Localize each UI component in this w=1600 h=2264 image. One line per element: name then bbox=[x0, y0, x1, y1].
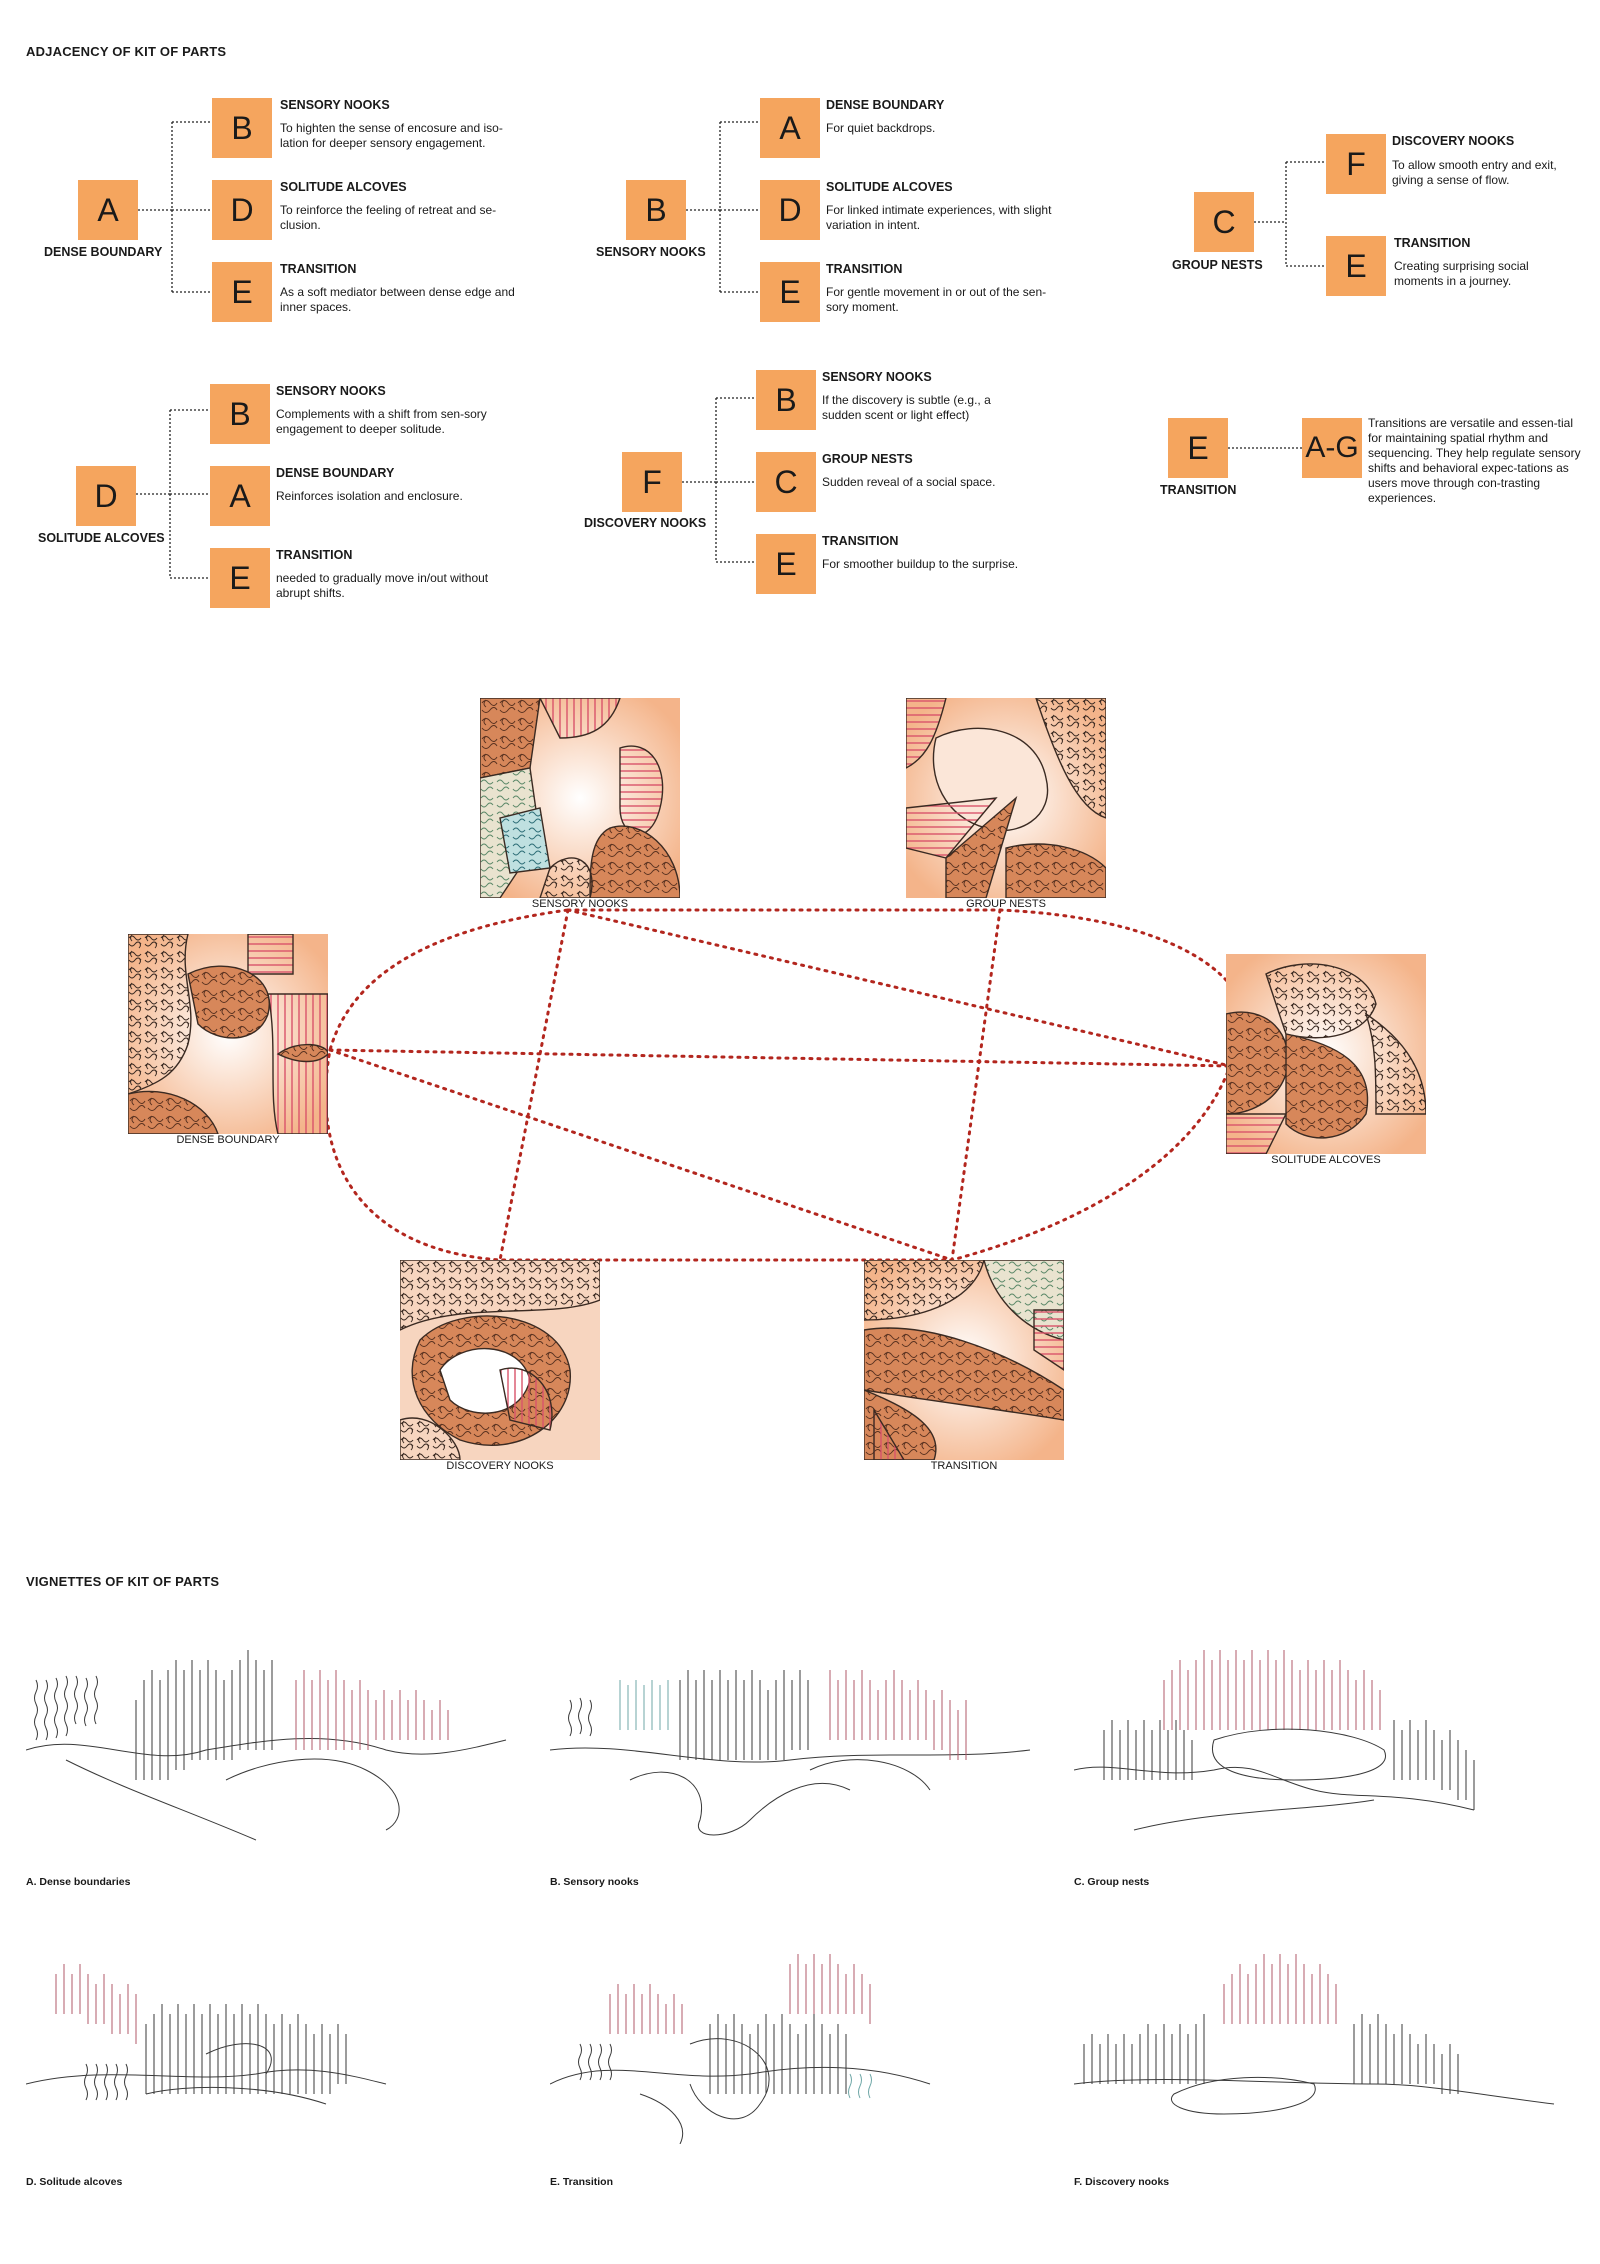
network-diagram bbox=[324, 908, 1248, 1262]
child-desc: For gentle movement in or out of the sen… bbox=[826, 285, 1047, 314]
child-title: SOLITUDE ALCOVES bbox=[826, 180, 953, 194]
main-box-f: F bbox=[622, 452, 682, 512]
tile-label: DENSE BOUNDARY bbox=[176, 1134, 280, 1146]
vignette-discovery-nooks bbox=[1074, 1934, 1574, 2144]
child-desc: To reinforce the feeling of retreat and … bbox=[280, 203, 497, 232]
child-title: TRANSITION bbox=[822, 534, 899, 548]
child-title: DENSE BOUNDARY bbox=[826, 98, 945, 112]
main-label: DENSE BOUNDARY bbox=[44, 245, 163, 259]
child-box-d: D bbox=[760, 180, 820, 240]
child-title: GROUP NESTS bbox=[822, 452, 913, 466]
child-desc: Sudden reveal of a social space. bbox=[822, 475, 996, 489]
child-title: SENSORY NOOKS bbox=[822, 370, 932, 384]
child-box-e: E bbox=[1326, 236, 1386, 296]
adjacency-title: ADJACENCY OF KIT OF PARTS bbox=[26, 44, 227, 59]
child-desc: For quiet backdrops. bbox=[826, 121, 936, 135]
adjacency-links bbox=[324, 908, 1248, 1262]
child-box-c: C bbox=[756, 452, 816, 512]
tile-group-nests bbox=[906, 698, 1106, 898]
child-box-b: B bbox=[210, 384, 270, 444]
tile-label: SENSORY NOOKS bbox=[531, 898, 629, 910]
child-desc: Reinforces isolation and enclosure. bbox=[276, 489, 463, 503]
child-box-e: E bbox=[760, 262, 820, 322]
main-label: TRANSITION bbox=[1160, 483, 1237, 497]
tile-label: GROUP NESTS bbox=[966, 898, 1046, 910]
group-connector bbox=[138, 121, 212, 293]
main-box-e: E bbox=[1168, 418, 1228, 478]
child-title: TRANSITION bbox=[1394, 236, 1471, 250]
vignette-label: F. Discovery nooks bbox=[1074, 2176, 1170, 2188]
vignette-label: A. Dense boundaries bbox=[26, 1876, 131, 1888]
vignette-solitude-alcoves bbox=[26, 1934, 526, 2144]
child-title: TRANSITION bbox=[280, 262, 357, 276]
vignette-group-nests bbox=[1074, 1640, 1574, 1850]
child-box-a-g: A-G bbox=[1302, 418, 1362, 478]
child-box-b: B bbox=[756, 370, 816, 430]
group-connector bbox=[1254, 161, 1326, 267]
child-desc: If the discovery is subtle (e.g., a sudd… bbox=[822, 393, 991, 422]
child-desc: Creating surprising social moments in a … bbox=[1394, 259, 1529, 288]
child-title: SENSORY NOOKS bbox=[280, 98, 390, 112]
child-desc: For linked intimate experiences, with sl… bbox=[826, 203, 1052, 232]
main-box-d: D bbox=[76, 466, 136, 526]
group-connector bbox=[686, 121, 760, 293]
vignette-label: C. Group nests bbox=[1074, 1876, 1150, 1888]
child-desc: To allow smooth entry and exit, giving a… bbox=[1392, 158, 1557, 187]
main-box-b: B bbox=[626, 180, 686, 240]
vignette-sensory-nooks bbox=[550, 1640, 1050, 1850]
child-desc: Complements with a shift from sen-sory e… bbox=[276, 407, 487, 436]
child-box-a: A bbox=[210, 466, 270, 526]
child-desc: To highten the sense of encosure and iso… bbox=[280, 121, 503, 150]
child-title: DISCOVERY NOOKS bbox=[1392, 134, 1515, 148]
child-desc: Transitions are versatile and essen-tial… bbox=[1368, 416, 1581, 505]
child-desc: needed to gradually move in/out without … bbox=[276, 571, 489, 600]
child-title: SENSORY NOOKS bbox=[276, 384, 386, 398]
child-title: TRANSITION bbox=[826, 262, 903, 276]
group-connector bbox=[1228, 447, 1302, 449]
tile-dense-boundary bbox=[128, 934, 328, 1134]
main-box-a: A bbox=[78, 180, 138, 240]
tile-solitude-alcoves bbox=[1226, 954, 1426, 1154]
group-connector bbox=[136, 409, 210, 579]
main-label: SOLITUDE ALCOVES bbox=[38, 531, 165, 545]
vignette-label: E. Transition bbox=[550, 2176, 614, 2188]
tile-transition bbox=[864, 1260, 1064, 1460]
child-title: DENSE BOUNDARY bbox=[276, 466, 395, 480]
child-box-e: E bbox=[212, 262, 272, 322]
child-desc: For smoother buildup to the surprise. bbox=[822, 557, 1019, 571]
tile-label: SOLITUDE ALCOVES bbox=[1271, 1154, 1381, 1166]
tile-label: TRANSITION bbox=[930, 1460, 998, 1472]
group-connector bbox=[682, 397, 756, 563]
vignette-label: B. Sensory nooks bbox=[550, 1876, 639, 1888]
child-box-b: B bbox=[212, 98, 272, 158]
child-box-a: A bbox=[760, 98, 820, 158]
vignette-label: D. Solitude alcoves bbox=[26, 2176, 123, 2188]
vignette-dense-boundaries bbox=[26, 1640, 526, 1850]
tile-sensory-nooks bbox=[480, 698, 680, 898]
child-desc: As a soft mediator between dense edge an… bbox=[280, 285, 515, 314]
tile-discovery-nooks bbox=[400, 1260, 600, 1460]
child-title: TRANSITION bbox=[276, 548, 353, 562]
child-title: SOLITUDE ALCOVES bbox=[280, 180, 407, 194]
vignettes-title: VIGNETTES OF KIT OF PARTS bbox=[26, 1574, 220, 1589]
child-box-d: D bbox=[212, 180, 272, 240]
tile-label: DISCOVERY NOOKS bbox=[446, 1460, 554, 1472]
main-label: DISCOVERY NOOKS bbox=[584, 516, 707, 530]
vignette-transition bbox=[550, 1934, 1050, 2144]
child-box-f: F bbox=[1326, 134, 1386, 194]
main-box-c: C bbox=[1194, 192, 1254, 252]
child-box-e: E bbox=[210, 548, 270, 608]
main-label: GROUP NESTS bbox=[1172, 258, 1263, 272]
main-label: SENSORY NOOKS bbox=[596, 245, 706, 259]
child-box-e: E bbox=[756, 534, 816, 594]
